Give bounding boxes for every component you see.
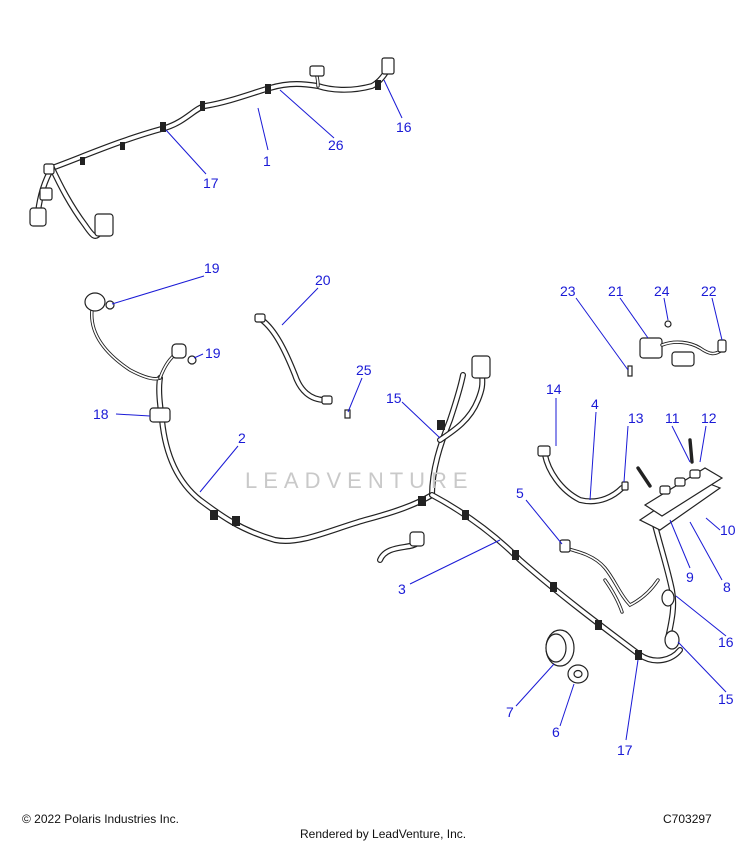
diagram-code: C703297 bbox=[663, 812, 712, 826]
callout-3[interactable]: 3 bbox=[398, 581, 406, 597]
cable-4 bbox=[537, 445, 625, 505]
callout-15[interactable]: 15 bbox=[718, 691, 734, 707]
fasteners bbox=[105, 300, 629, 491]
harness-5 bbox=[559, 522, 680, 650]
callout-9[interactable]: 9 bbox=[686, 569, 694, 585]
callout-11[interactable]: 11 bbox=[665, 410, 680, 426]
callout-17[interactable]: 17 bbox=[203, 175, 219, 191]
module-21 bbox=[627, 320, 727, 377]
callout-19[interactable]: 19 bbox=[205, 345, 221, 361]
callout-13[interactable]: 13 bbox=[628, 410, 644, 426]
callout-21[interactable]: 21 bbox=[608, 283, 624, 299]
callout-19[interactable]: 19 bbox=[204, 260, 220, 276]
jumper-harness bbox=[377, 531, 425, 563]
callout-16[interactable]: 16 bbox=[718, 634, 734, 650]
callout-5[interactable]: 5 bbox=[516, 485, 524, 501]
callout-1[interactable]: 1 bbox=[263, 153, 271, 169]
watermark: LEADVENTURE bbox=[245, 468, 474, 493]
callout-6[interactable]: 6 bbox=[552, 724, 560, 740]
callout-8[interactable]: 8 bbox=[723, 579, 731, 595]
harness-3 bbox=[429, 492, 683, 664]
leader-lines bbox=[111, 79, 727, 741]
grommet-6 bbox=[567, 664, 589, 684]
rendered-by-text: Rendered by LeadVenture, Inc. bbox=[300, 827, 467, 841]
callouts: 1 26 16 17 19 20 19 18 2 25 15 23 21 24 … bbox=[93, 119, 736, 758]
callout-4[interactable]: 4 bbox=[591, 396, 599, 412]
copyright-text: © 2022 Polaris Industries Inc. bbox=[22, 812, 179, 826]
callout-16[interactable]: 16 bbox=[396, 119, 412, 135]
harness-2 bbox=[84, 292, 491, 544]
callout-25[interactable]: 25 bbox=[356, 362, 372, 378]
cover-7 bbox=[545, 629, 575, 667]
harness-1 bbox=[29, 57, 395, 239]
callout-23[interactable]: 23 bbox=[560, 283, 576, 299]
callout-12[interactable]: 12 bbox=[701, 410, 717, 426]
callout-26[interactable]: 26 bbox=[328, 137, 344, 153]
callout-10[interactable]: 10 bbox=[720, 522, 736, 538]
fuse-box bbox=[636, 438, 724, 531]
callout-7[interactable]: 7 bbox=[506, 704, 514, 720]
callout-15[interactable]: 15 bbox=[386, 390, 402, 406]
harness-20 bbox=[254, 313, 333, 405]
callout-24[interactable]: 24 bbox=[654, 283, 670, 299]
callout-20[interactable]: 20 bbox=[315, 272, 331, 288]
callout-2[interactable]: 2 bbox=[238, 430, 246, 446]
callout-18[interactable]: 18 bbox=[93, 406, 109, 422]
callout-22[interactable]: 22 bbox=[701, 283, 717, 299]
callout-14[interactable]: 14 bbox=[546, 381, 562, 397]
callout-17[interactable]: 17 bbox=[617, 742, 633, 758]
